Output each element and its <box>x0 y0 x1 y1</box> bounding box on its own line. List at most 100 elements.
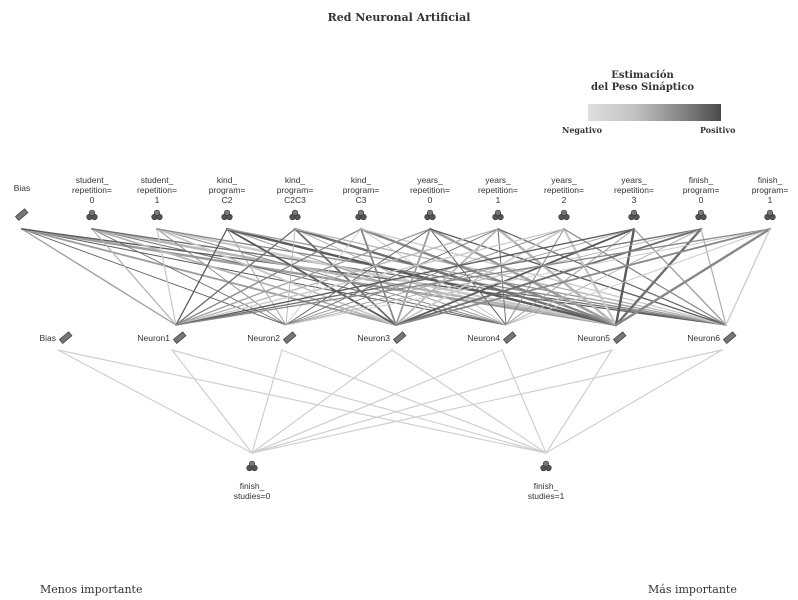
connection-kpC2C3-to-n1 <box>175 228 296 326</box>
neuron-node-icon <box>612 331 627 344</box>
input-label-sr1-line-1: student_ <box>140 175 174 185</box>
input-label-kpC2C3-line-3: C2C3 <box>284 195 306 205</box>
category-node-icon <box>695 209 707 221</box>
connection-yr1-to-n1 <box>175 228 499 326</box>
input-label-yr2-line-3: 2 <box>561 195 567 205</box>
input-label-kpC2C3: kind_program=C2C3 <box>255 175 335 205</box>
connection-n5-to-fs1 <box>545 349 613 454</box>
footer-more-important: Más importante <box>648 583 737 596</box>
connection-kpC3-to-n1 <box>175 228 362 326</box>
output-label-fs0: finish_studies=0 <box>212 481 292 501</box>
input-label-sr0: student_repetition=0 <box>52 175 132 205</box>
connection-sr1-to-n1 <box>156 228 177 326</box>
input-label-yr1-line-1: years_ <box>485 175 511 185</box>
hidden-label-bias_h: Bias <box>39 333 56 343</box>
input-label-yr0-line-1: years_ <box>417 175 443 185</box>
connection-fp1-to-n3 <box>395 228 771 326</box>
connection-n1-to-fs0 <box>171 349 253 454</box>
connection-yr3-to-n3 <box>395 228 635 326</box>
input-label-yr1-line-3: 1 <box>495 195 501 205</box>
input-label-yr2-line-2: repetition= <box>544 185 584 195</box>
connection-kpC3-to-n2 <box>285 228 362 326</box>
category-node-icon <box>558 209 570 221</box>
input-label-fp0-line-1: finish_ <box>688 175 714 185</box>
input-label-fp0-line-2: program= <box>682 185 720 195</box>
connection-yr2-to-n1 <box>175 228 565 326</box>
input-label-bias_in-line-1: Bias <box>13 183 31 193</box>
connection-n5-to-fs0 <box>251 349 613 454</box>
connection-yr2-to-n2 <box>285 228 565 326</box>
hidden-label-n4: Neuron4 <box>467 333 500 343</box>
category-node-icon <box>424 209 436 221</box>
hidden-label-n1: Neuron1 <box>137 333 170 343</box>
connection-bias_in-to-n1 <box>21 228 177 326</box>
connection-n2-to-fs0 <box>251 349 283 454</box>
input-label-kpC2-line-2: program= <box>208 185 246 195</box>
category-node-icon <box>151 209 163 221</box>
connection-yr2-to-n6 <box>563 228 727 326</box>
connection-kpC3-to-n4 <box>360 228 507 326</box>
category-node-icon <box>492 209 504 221</box>
neuron-node-icon <box>392 331 407 344</box>
connection-kpC3-to-n3 <box>360 228 397 326</box>
legend-negative-label: Negativo <box>562 125 602 135</box>
hidden-label-n2: Neuron2 <box>247 333 280 343</box>
category-node-icon <box>86 209 98 221</box>
output-label-fs1-line-2: studies=1 <box>527 491 565 501</box>
connection-fp0-to-n2 <box>285 228 702 326</box>
connection-n2-to-fs1 <box>281 349 547 454</box>
synaptic-connections <box>20 227 772 454</box>
input-label-kpC2C3-line-1: kind_ <box>284 175 306 185</box>
connection-yr1-to-n2 <box>285 228 499 326</box>
connection-n6-to-fs1 <box>545 349 723 454</box>
connection-yr0-to-n2 <box>285 228 431 326</box>
input-label-bias_in: Bias <box>0 183 62 193</box>
bias-node-icon <box>14 208 29 221</box>
connection-sr0-to-n5 <box>90 227 618 327</box>
connection-kpC2C3-to-n2 <box>285 228 296 326</box>
input-label-kpC3-line-2: program= <box>342 185 380 195</box>
connection-fp1-to-n1 <box>175 228 771 326</box>
category-node-icon <box>221 209 233 221</box>
connection-n1-to-fs1 <box>171 349 547 454</box>
connection-yr2-to-n3 <box>395 228 565 326</box>
input-label-sr0-line-2: repetition= <box>72 185 112 195</box>
connection-yr0-to-n1 <box>175 228 431 326</box>
connection-yr0-to-n6 <box>429 228 727 326</box>
legend-positive-label: Positivo <box>700 125 736 135</box>
connection-fp1-to-n2 <box>285 228 771 326</box>
hidden-label-n5: Neuron5 <box>577 333 610 343</box>
connection-n6-to-fs0 <box>251 349 723 454</box>
legend-title-line2: del Peso Sináptico <box>591 82 694 93</box>
category-node-icon <box>289 209 301 221</box>
connection-yr1-to-n3 <box>395 228 499 326</box>
input-label-fp1: finish_program=1 <box>730 175 798 205</box>
input-label-yr0: years_repetition=0 <box>390 175 470 205</box>
input-label-sr1: student_repetition=1 <box>117 175 197 205</box>
input-label-yr2: years_repetition=2 <box>524 175 604 205</box>
bias-node-icon <box>58 331 73 344</box>
connection-fp1-to-n5 <box>614 227 772 327</box>
neuron-node-icon <box>172 331 187 344</box>
input-label-kpC2-line-3: C2 <box>221 195 233 205</box>
input-label-fp1-line-2: program= <box>751 185 789 195</box>
input-label-kpC2: kind_program=C2 <box>187 175 267 205</box>
connection-yr0-to-n3 <box>395 228 431 326</box>
connection-n3-to-fs0 <box>251 349 393 454</box>
output-label-fs1-line-1: finish_ <box>533 481 559 491</box>
connection-bias_h-to-fs1 <box>57 349 547 454</box>
connection-fp0-to-n3 <box>395 228 702 326</box>
input-label-fp1-line-3: 1 <box>767 195 773 205</box>
neuron-node-icon <box>502 331 517 344</box>
input-label-fp1-line-1: finish_ <box>757 175 783 185</box>
connection-bias_h-to-fs0 <box>57 349 253 454</box>
category-node-icon <box>628 209 640 221</box>
output-label-fs0-line-1: finish_ <box>239 481 265 491</box>
output-label-fs1: finish_studies=1 <box>506 481 586 501</box>
connection-yr2-to-n5 <box>562 227 618 327</box>
connection-yr0-to-n5 <box>428 227 618 327</box>
connection-fp1-to-n6 <box>725 228 771 326</box>
footer-less-important: Menos importante <box>40 583 143 596</box>
connection-kpC2C3-to-n3 <box>294 228 397 326</box>
